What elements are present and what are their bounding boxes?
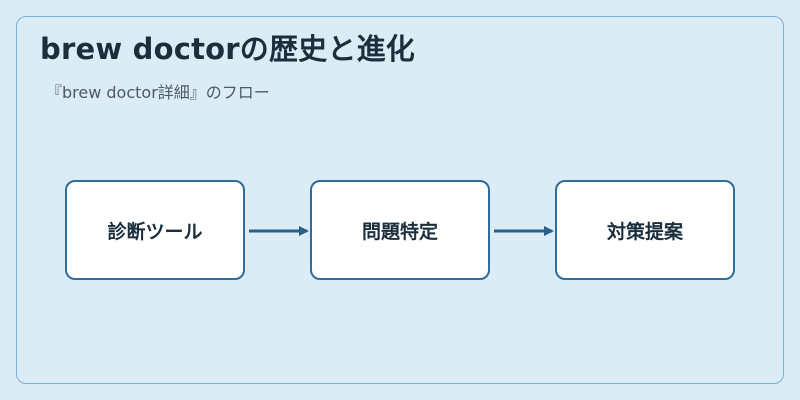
flow-node-label: 問題特定 bbox=[361, 220, 438, 243]
flow-node-label: 対策提案 bbox=[606, 220, 683, 243]
diagram-subtitle: 『brew doctor詳細』のフロー bbox=[46, 83, 270, 102]
flow-node-label: 診断ツール bbox=[107, 220, 203, 243]
flow-node-problem-identification: 問題特定 bbox=[310, 180, 490, 280]
diagram-title: brew doctorの歴史と進化 bbox=[40, 32, 415, 66]
flow-node-countermeasure-proposal: 対策提案 bbox=[555, 180, 735, 280]
flow-node-diagnostic-tool: 診断ツール bbox=[65, 180, 245, 280]
